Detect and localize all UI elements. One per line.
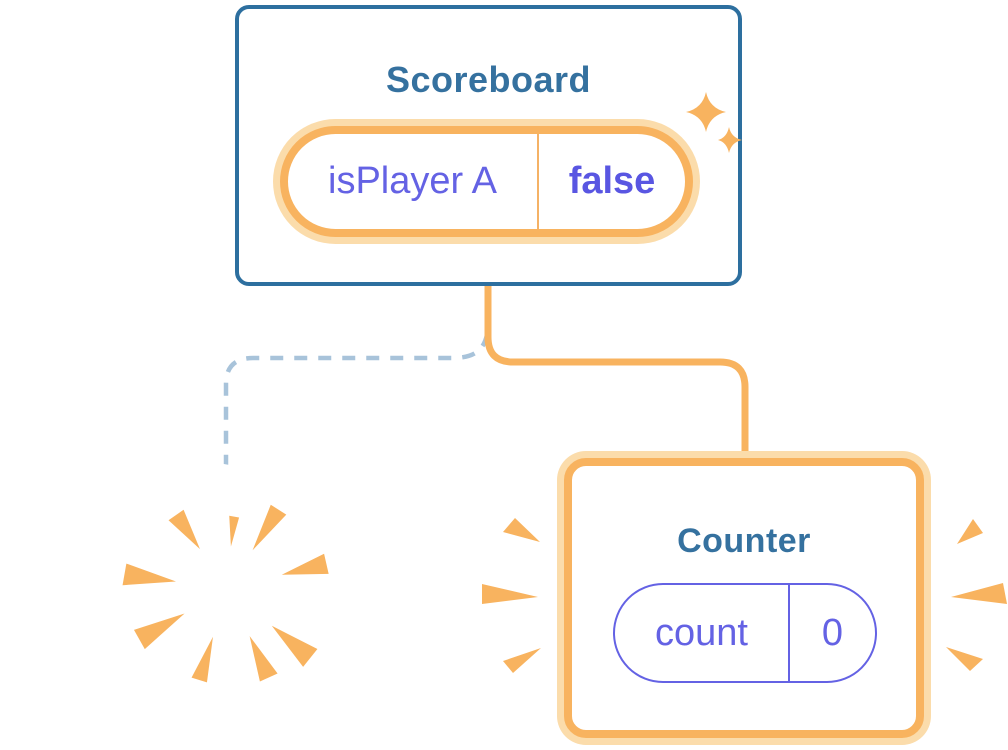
active-edge	[484, 283, 749, 462]
state-key: isPlayer A	[328, 160, 497, 202]
destroyed-component-card	[85, 447, 375, 737]
emphasis-burst-left-icon	[482, 518, 541, 673]
state-value: 0	[821, 611, 844, 654]
pill-divider	[537, 134, 539, 229]
emphasis-burst-right-icon	[946, 519, 1007, 671]
removed-edge	[223, 309, 492, 470]
poof-burst-icon	[122, 504, 329, 683]
pill-divider	[788, 585, 790, 681]
counter-title: Counter	[677, 522, 811, 560]
state-value: false	[568, 160, 656, 202]
counter-card: Counter count 0	[564, 458, 924, 738]
scoreboard-state-pill: isPlayer A false	[280, 126, 693, 237]
scoreboard-title: Scoreboard	[385, 59, 592, 100]
state-key: count	[655, 611, 748, 654]
sparkles-icon	[686, 92, 742, 153]
counter-state-pill: count 0	[613, 583, 877, 683]
scoreboard-card: Scoreboard isPlayer A false	[235, 5, 742, 286]
